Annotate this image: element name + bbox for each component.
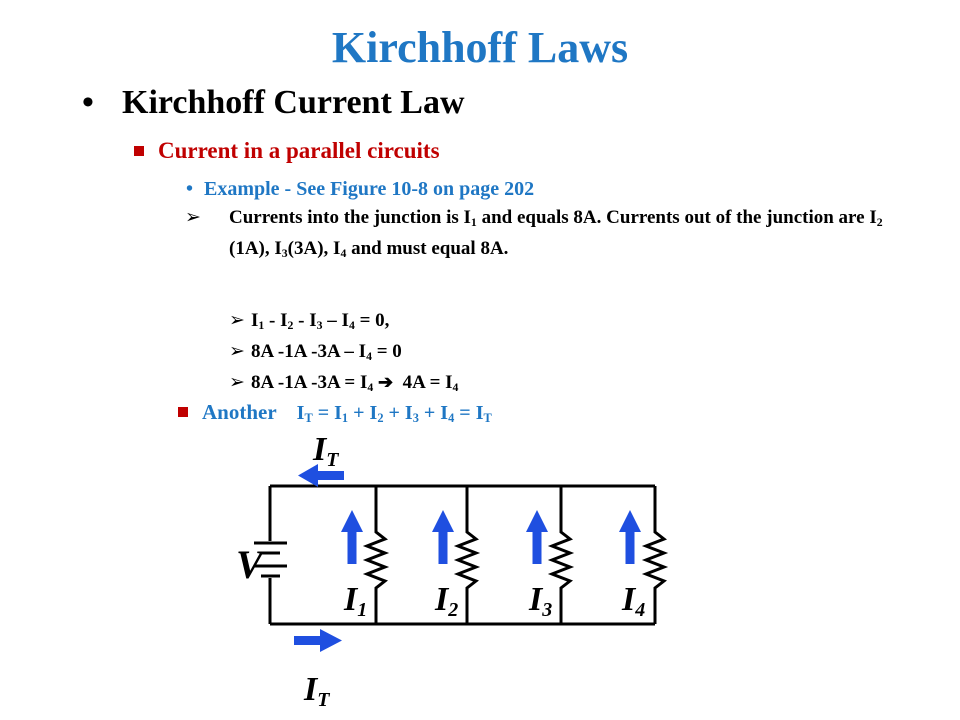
b1-sub4: 4 <box>340 246 347 260</box>
arrow-bullet-icon: ➢ <box>229 372 245 393</box>
eq-p3: + I <box>418 402 449 424</box>
level2-text: Current in a parallel circuits <box>158 138 440 163</box>
b1-text-b: and equals 8A. Currents out of the junct… <box>476 207 877 228</box>
eq-p1: + I <box>348 402 378 424</box>
branch-current-label-2: I2 <box>434 581 458 621</box>
b2-a: I <box>251 310 259 331</box>
b2-c: - I <box>293 310 317 331</box>
arrow-bullet-icon: ➢ <box>229 341 245 362</box>
eq-t2: T <box>483 411 492 426</box>
bullet-level3: • Example - See Figure 10-8 on page 202 <box>186 178 534 201</box>
total-current-label-bottom: IT <box>303 671 330 711</box>
b2-s4: 4 <box>348 318 355 332</box>
b1-text-e: and must equal 8A. <box>346 238 509 259</box>
branch-current-label-3: I3 <box>528 581 552 621</box>
b1-sub1: 1 <box>470 215 477 229</box>
bullet-dot-icon: • <box>186 178 194 200</box>
b4-b: 4A = I <box>393 372 453 393</box>
arrow-bullet-icon: ➢ <box>185 207 201 228</box>
slide-title: Kirchhoff Laws <box>331 23 629 72</box>
bullet-dot-icon: • <box>82 84 94 121</box>
resistor-1 <box>362 486 390 624</box>
b1-sub2: 2 <box>876 215 883 229</box>
b2-s1: 1 <box>258 318 265 332</box>
square-bullet-icon <box>134 145 144 156</box>
branch-current-label-1: I1 <box>343 581 367 621</box>
b2-b: - I <box>264 310 288 331</box>
implies-arrow-icon: ➔ <box>378 372 394 392</box>
resistor-3 <box>547 486 575 624</box>
eq-i: I <box>296 402 305 424</box>
b4-s4b: 4 <box>452 380 459 394</box>
eq-3: 3 <box>412 411 419 426</box>
branch-3: I3 <box>526 486 575 624</box>
arrow-bullet-1: ➢ Currents into the junction is I1 and eq… <box>185 202 909 264</box>
resistor-2 <box>453 486 481 624</box>
level1-text: Kirchhoff Current Law <box>122 84 465 121</box>
arrow-bullet-icon: ➢ <box>229 310 245 331</box>
resistor-4 <box>641 486 669 624</box>
eq-1: 1 <box>341 411 349 426</box>
branch-current-label-4: I4 <box>621 581 645 621</box>
branch-1: I1 <box>341 486 390 624</box>
level3-text: Example - See Figure 10-8 on page 202 <box>204 178 535 200</box>
branch-current-arrow-2 <box>432 510 454 564</box>
total-current-equation: IT = I1 + I2 + I3 + I4 = IT <box>297 402 492 424</box>
branch-2: I2 <box>432 486 481 624</box>
b1-sub3: 3 <box>281 246 288 260</box>
eq-2: 2 <box>377 411 384 426</box>
b4-s4: 4 <box>367 380 374 394</box>
b2-e: = 0, <box>354 310 390 331</box>
b3-a: 8A -1A -3A – I <box>251 341 367 362</box>
square-bullet-icon <box>178 407 188 418</box>
total-current-arrow-bottom <box>294 629 342 652</box>
eq-4: 4 <box>448 411 455 426</box>
arrow-bullet-3: ➢ 8A -1A -3A – I4 = 0 <box>229 336 402 367</box>
b4-a: 8A -1A -3A = I <box>251 372 368 393</box>
b1-text-a: Currents into the junction is I <box>229 207 471 228</box>
b3-b: = 0 <box>371 341 402 362</box>
bullet-level2: Current in a parallel circuits <box>134 138 440 164</box>
branch-current-arrow-4 <box>619 510 641 564</box>
bullet-level1: • Kirchhoff Current Law <box>82 84 465 122</box>
eq-p2: + I <box>383 402 413 424</box>
total-current-label-top: IT <box>312 431 339 471</box>
arrow-bullet-2: ➢I1 - I2 - I3 – I4 = 0, <box>229 305 389 336</box>
eq-end: = I <box>454 402 484 424</box>
arrow-bullet-4: ➢8A -1A -3A = I4 ➔ 4A = I4 <box>229 367 458 398</box>
another-label: Another <box>202 400 277 424</box>
b2-s3: 3 <box>316 318 323 332</box>
branch-current-arrow-1 <box>341 510 363 564</box>
eq-eq: = I <box>312 402 342 424</box>
b3-s4: 4 <box>366 349 372 363</box>
b1-text-d: (3A), I <box>287 238 341 259</box>
branch-4: I4 <box>619 486 669 624</box>
b2-s2: 2 <box>287 318 294 332</box>
b2-d: – I <box>322 310 349 331</box>
branch-current-arrow-3 <box>526 510 548 564</box>
source-label: V <box>236 542 266 587</box>
total-current-arrow-top <box>298 464 344 487</box>
b1-text-c: (1A), I <box>229 238 282 259</box>
eq-t: T <box>304 411 313 426</box>
